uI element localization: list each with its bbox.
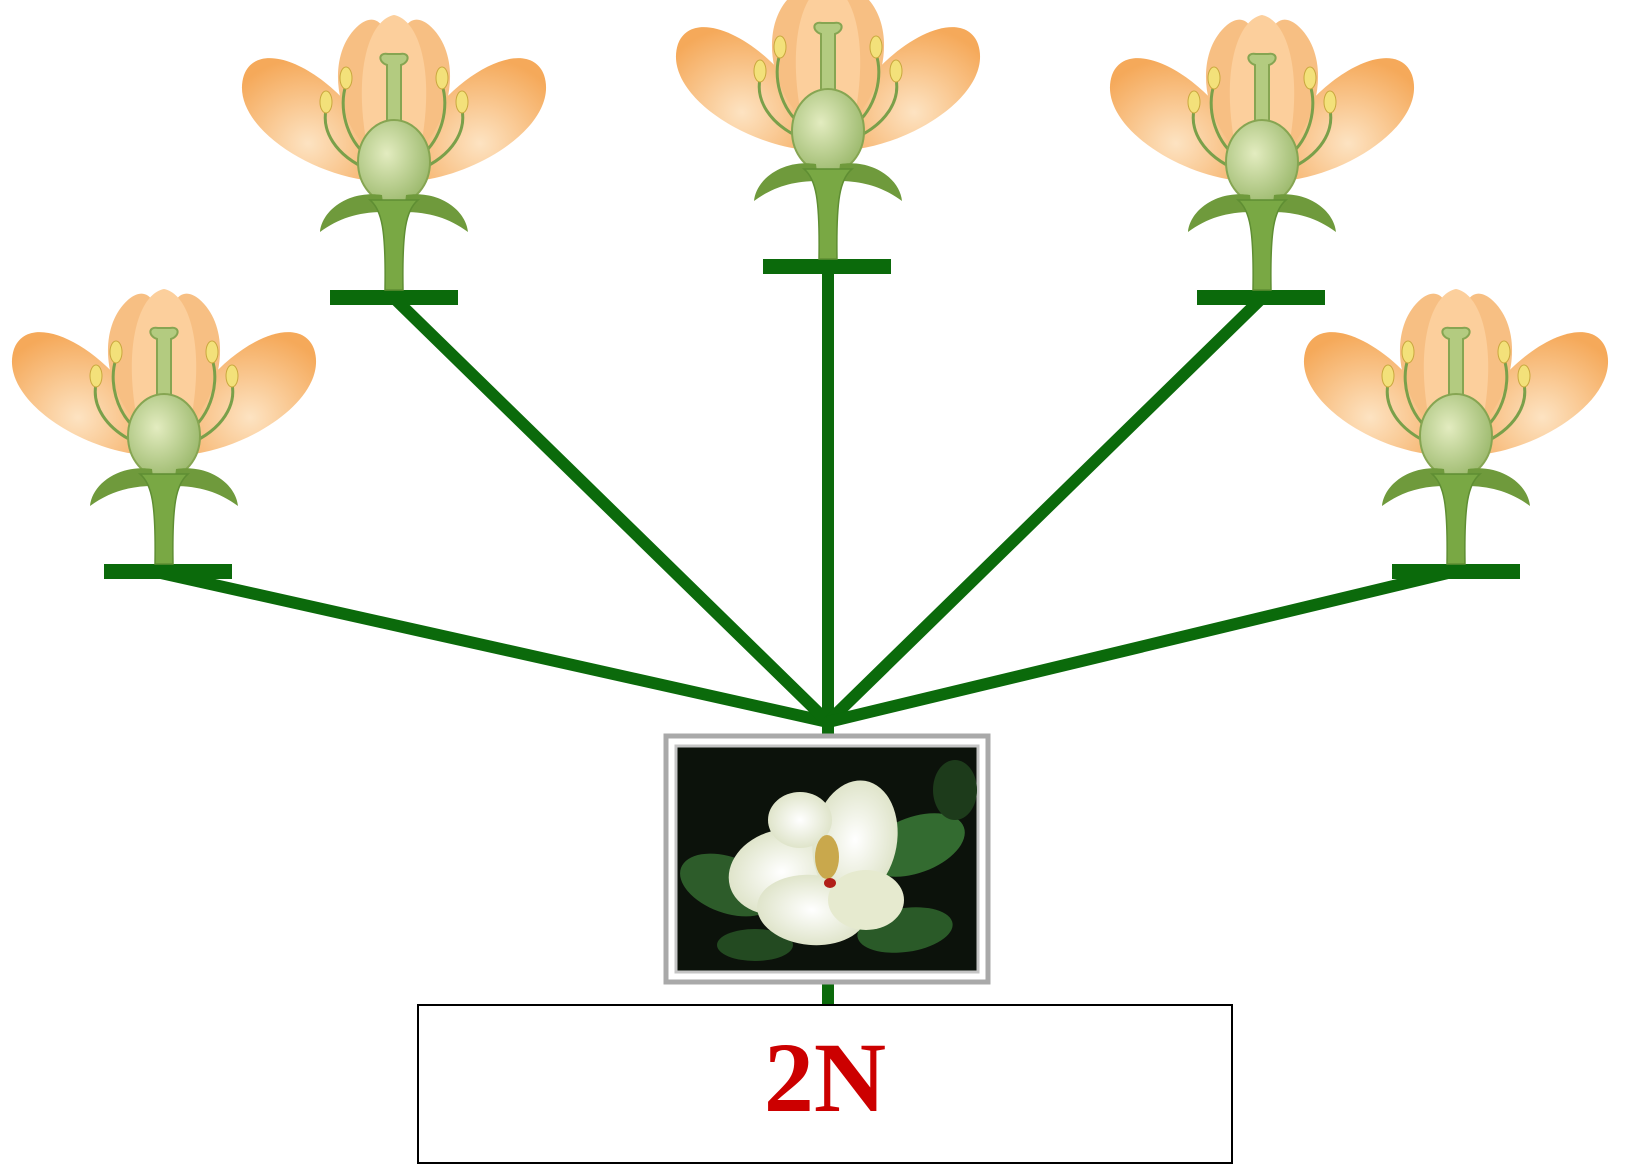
flower-icon [1302, 287, 1610, 566]
branch-2 [389, 293, 833, 727]
ploidy-label: 2N [763, 1022, 887, 1133]
magnolia-photo [663, 733, 991, 985]
terminal-bars [104, 259, 1520, 579]
flower-icon [240, 13, 548, 292]
flower-icon [1108, 13, 1416, 292]
branch-4 [823, 293, 1267, 727]
terminal-bar-3 [763, 259, 891, 274]
branch-1 [150, 565, 830, 728]
ploidy-box: 2N [417, 1004, 1233, 1164]
branch-5 [826, 565, 1458, 728]
terminal-bar-5 [1392, 564, 1520, 579]
terminal-bar-4 [1197, 290, 1325, 305]
flower-icon [10, 287, 318, 566]
terminal-bar-2 [330, 290, 458, 305]
flower-icon [674, 0, 982, 261]
terminal-bar-1 [104, 564, 232, 579]
